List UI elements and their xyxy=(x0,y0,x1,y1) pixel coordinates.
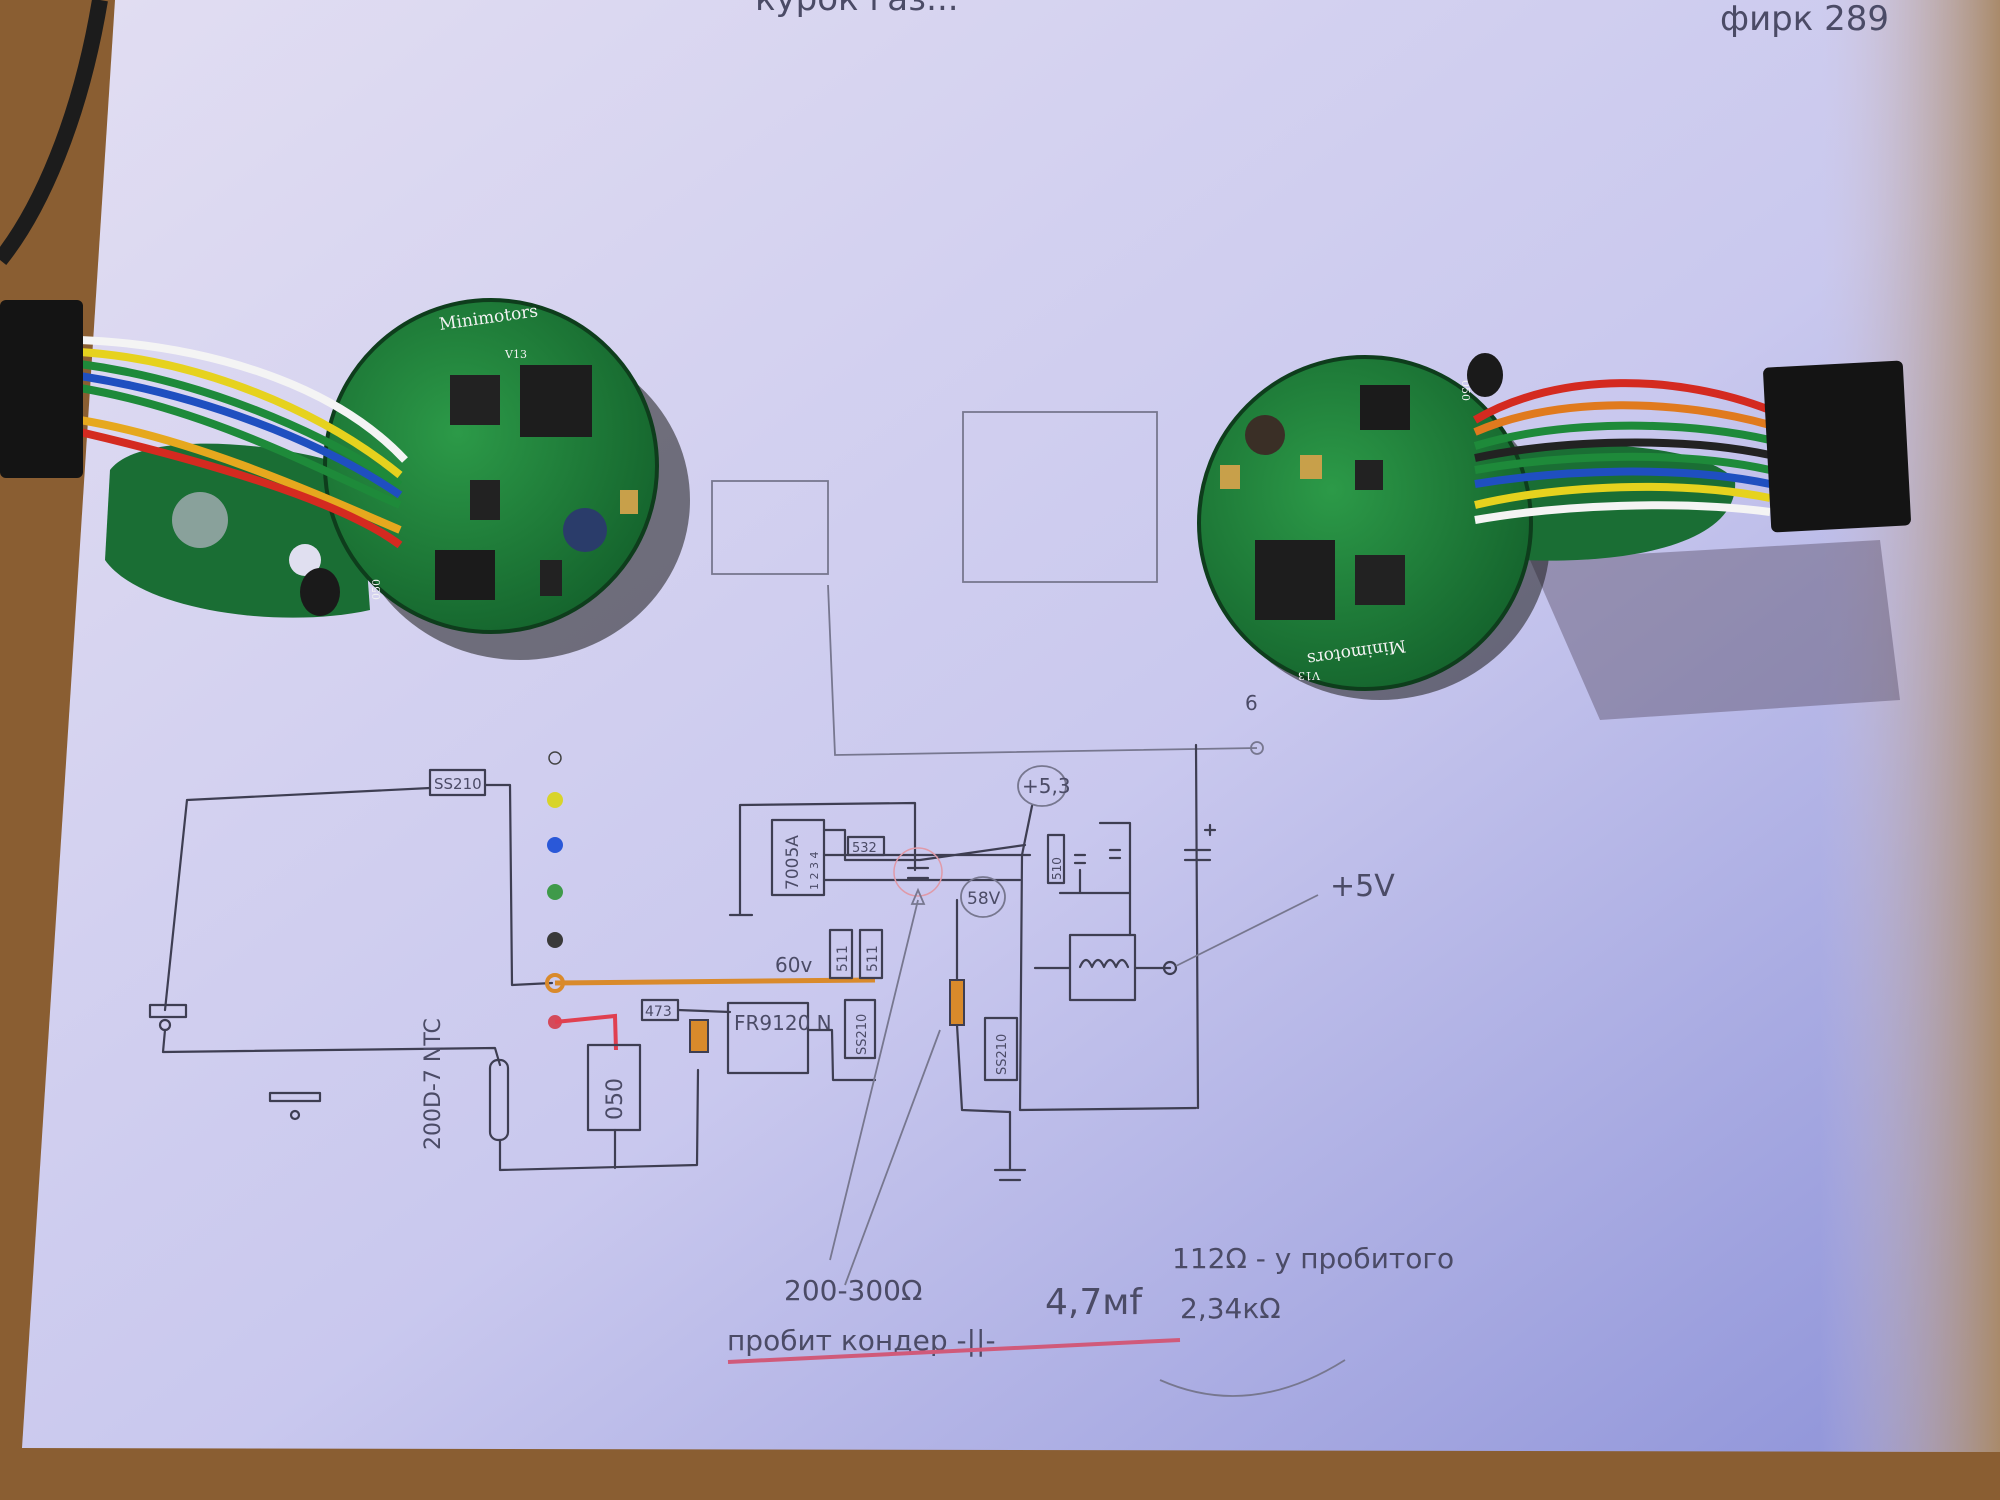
wire xyxy=(676,1008,877,1082)
node-6-label: 6 xyxy=(1245,691,1258,715)
leader-5v xyxy=(1175,894,1319,967)
node-53-circle xyxy=(1017,765,1067,807)
capacitors xyxy=(1058,821,1132,895)
wire-dot-black xyxy=(547,932,563,948)
connector-right xyxy=(1763,360,1911,533)
coil xyxy=(1078,958,1130,969)
resistor-small-label: 473 xyxy=(645,1004,672,1020)
resistor-top-label: 532 xyxy=(852,841,877,856)
diode-mid-label: SS210 xyxy=(855,1014,870,1055)
wire xyxy=(498,1068,700,1172)
note-cap-value: 4,7мf xyxy=(1045,1282,1143,1323)
wire-dot-yellow xyxy=(547,792,563,808)
red-underline xyxy=(727,1338,1181,1364)
node xyxy=(289,1109,301,1121)
thermistor xyxy=(300,568,340,616)
node-6-terminal xyxy=(1250,741,1264,755)
ntc-label: 200D-7 NTC xyxy=(421,1018,446,1150)
wire xyxy=(163,783,554,1012)
red-wire xyxy=(554,1013,618,1051)
cable xyxy=(0,0,108,265)
mosfet-chip xyxy=(435,550,495,600)
node xyxy=(1162,960,1178,976)
paper-edge-shade xyxy=(1820,0,2000,1452)
capacitor-symbol xyxy=(906,866,930,880)
chip xyxy=(1355,555,1405,605)
note-good-res: 2,34кΩ xyxy=(1180,1292,1281,1325)
mcu-chip xyxy=(1255,540,1335,620)
drawn-box-large xyxy=(962,411,1158,583)
wire xyxy=(728,801,1032,917)
mcu-chip xyxy=(520,365,592,437)
pcb-right-version: V13 xyxy=(1298,669,1321,682)
ic-7005a xyxy=(770,818,826,897)
note-header-right: фирк 289 xyxy=(1720,0,1889,39)
arc-mark xyxy=(1159,1359,1346,1397)
paper-sheet xyxy=(22,0,2000,1452)
pcb-left-version: V13 xyxy=(504,348,527,361)
shunt-label: 050 xyxy=(603,1078,628,1120)
mosfet-chip xyxy=(1360,385,1410,430)
handwritten-notes: 200-300Ω пробит кондер -||- 4,7мf 112Ω -… xyxy=(727,1242,1454,1397)
mosfet-fr9120 xyxy=(726,1001,810,1075)
wire-harness-left xyxy=(0,300,408,549)
node-58v-label: 58V xyxy=(967,889,1001,909)
resistor-left-label: 511 xyxy=(835,945,851,972)
note-header-left: курок газ... xyxy=(755,0,959,19)
note-resistance-range: 200-300Ω xyxy=(784,1274,922,1307)
battery-terminal xyxy=(148,1003,188,1019)
wire xyxy=(955,898,1027,1182)
diode-ss210-mid xyxy=(843,998,877,1060)
pcb-left: Minimotors V13 050 xyxy=(105,298,690,660)
diode-right-label: SS210 xyxy=(995,1034,1010,1075)
wire-dot-white xyxy=(548,751,562,765)
ic-label: 7005A xyxy=(783,835,803,890)
mosfet-label: FR9120 N xyxy=(734,1011,832,1035)
chip xyxy=(450,375,500,425)
resistor-right-label: 511 xyxy=(865,945,881,972)
diode-mid-coloured xyxy=(949,979,965,1026)
diode-top-label: SS210 xyxy=(434,775,482,793)
chip xyxy=(470,480,500,520)
symbol xyxy=(268,1091,322,1103)
wire xyxy=(1018,743,1200,1112)
resistor-vert-label: 510 xyxy=(1050,857,1064,880)
diode-ss210-top xyxy=(428,768,487,797)
highlighted-capacitor xyxy=(893,847,943,897)
node-5v-label: +5V xyxy=(1330,869,1395,904)
resistor-511-left xyxy=(828,928,854,980)
connector-left xyxy=(0,300,83,478)
hand-drawn-schematic: SS210 200D-7 NTC 050 473 FR9120 N 511 51… xyxy=(148,743,1395,1286)
wire xyxy=(161,1028,502,1067)
node-53-label: +5,3 xyxy=(1022,774,1071,798)
wire-dot-blue xyxy=(547,837,563,853)
resistor-532 xyxy=(846,835,886,857)
ic-pins-label: 1 2 3 4 xyxy=(808,852,821,890)
node-60v-label: 60v xyxy=(775,953,812,977)
drawn-box-small xyxy=(711,480,829,575)
node-58v-circle xyxy=(960,876,1006,918)
diode-ss210-right xyxy=(983,1016,1019,1082)
inductor xyxy=(1245,415,1285,455)
electrolytic-cap xyxy=(1183,823,1217,862)
pcb-right-marking: 050 xyxy=(1459,380,1472,401)
inductor xyxy=(563,508,607,552)
resistor-511-right xyxy=(858,928,884,980)
arrow-to-note xyxy=(829,887,941,1286)
pcb-left-marking: 050 xyxy=(370,579,383,600)
thermistor xyxy=(1467,353,1503,397)
note-broken-res: 112Ω - у пробитого xyxy=(1172,1242,1454,1275)
wire-dot-green xyxy=(547,884,563,900)
wire-harness-right xyxy=(1472,360,1911,533)
resistor-510 xyxy=(1046,833,1066,885)
wire-box-to-node xyxy=(827,584,1258,756)
orange-wire xyxy=(554,977,876,986)
zener-diode xyxy=(689,1019,709,1053)
